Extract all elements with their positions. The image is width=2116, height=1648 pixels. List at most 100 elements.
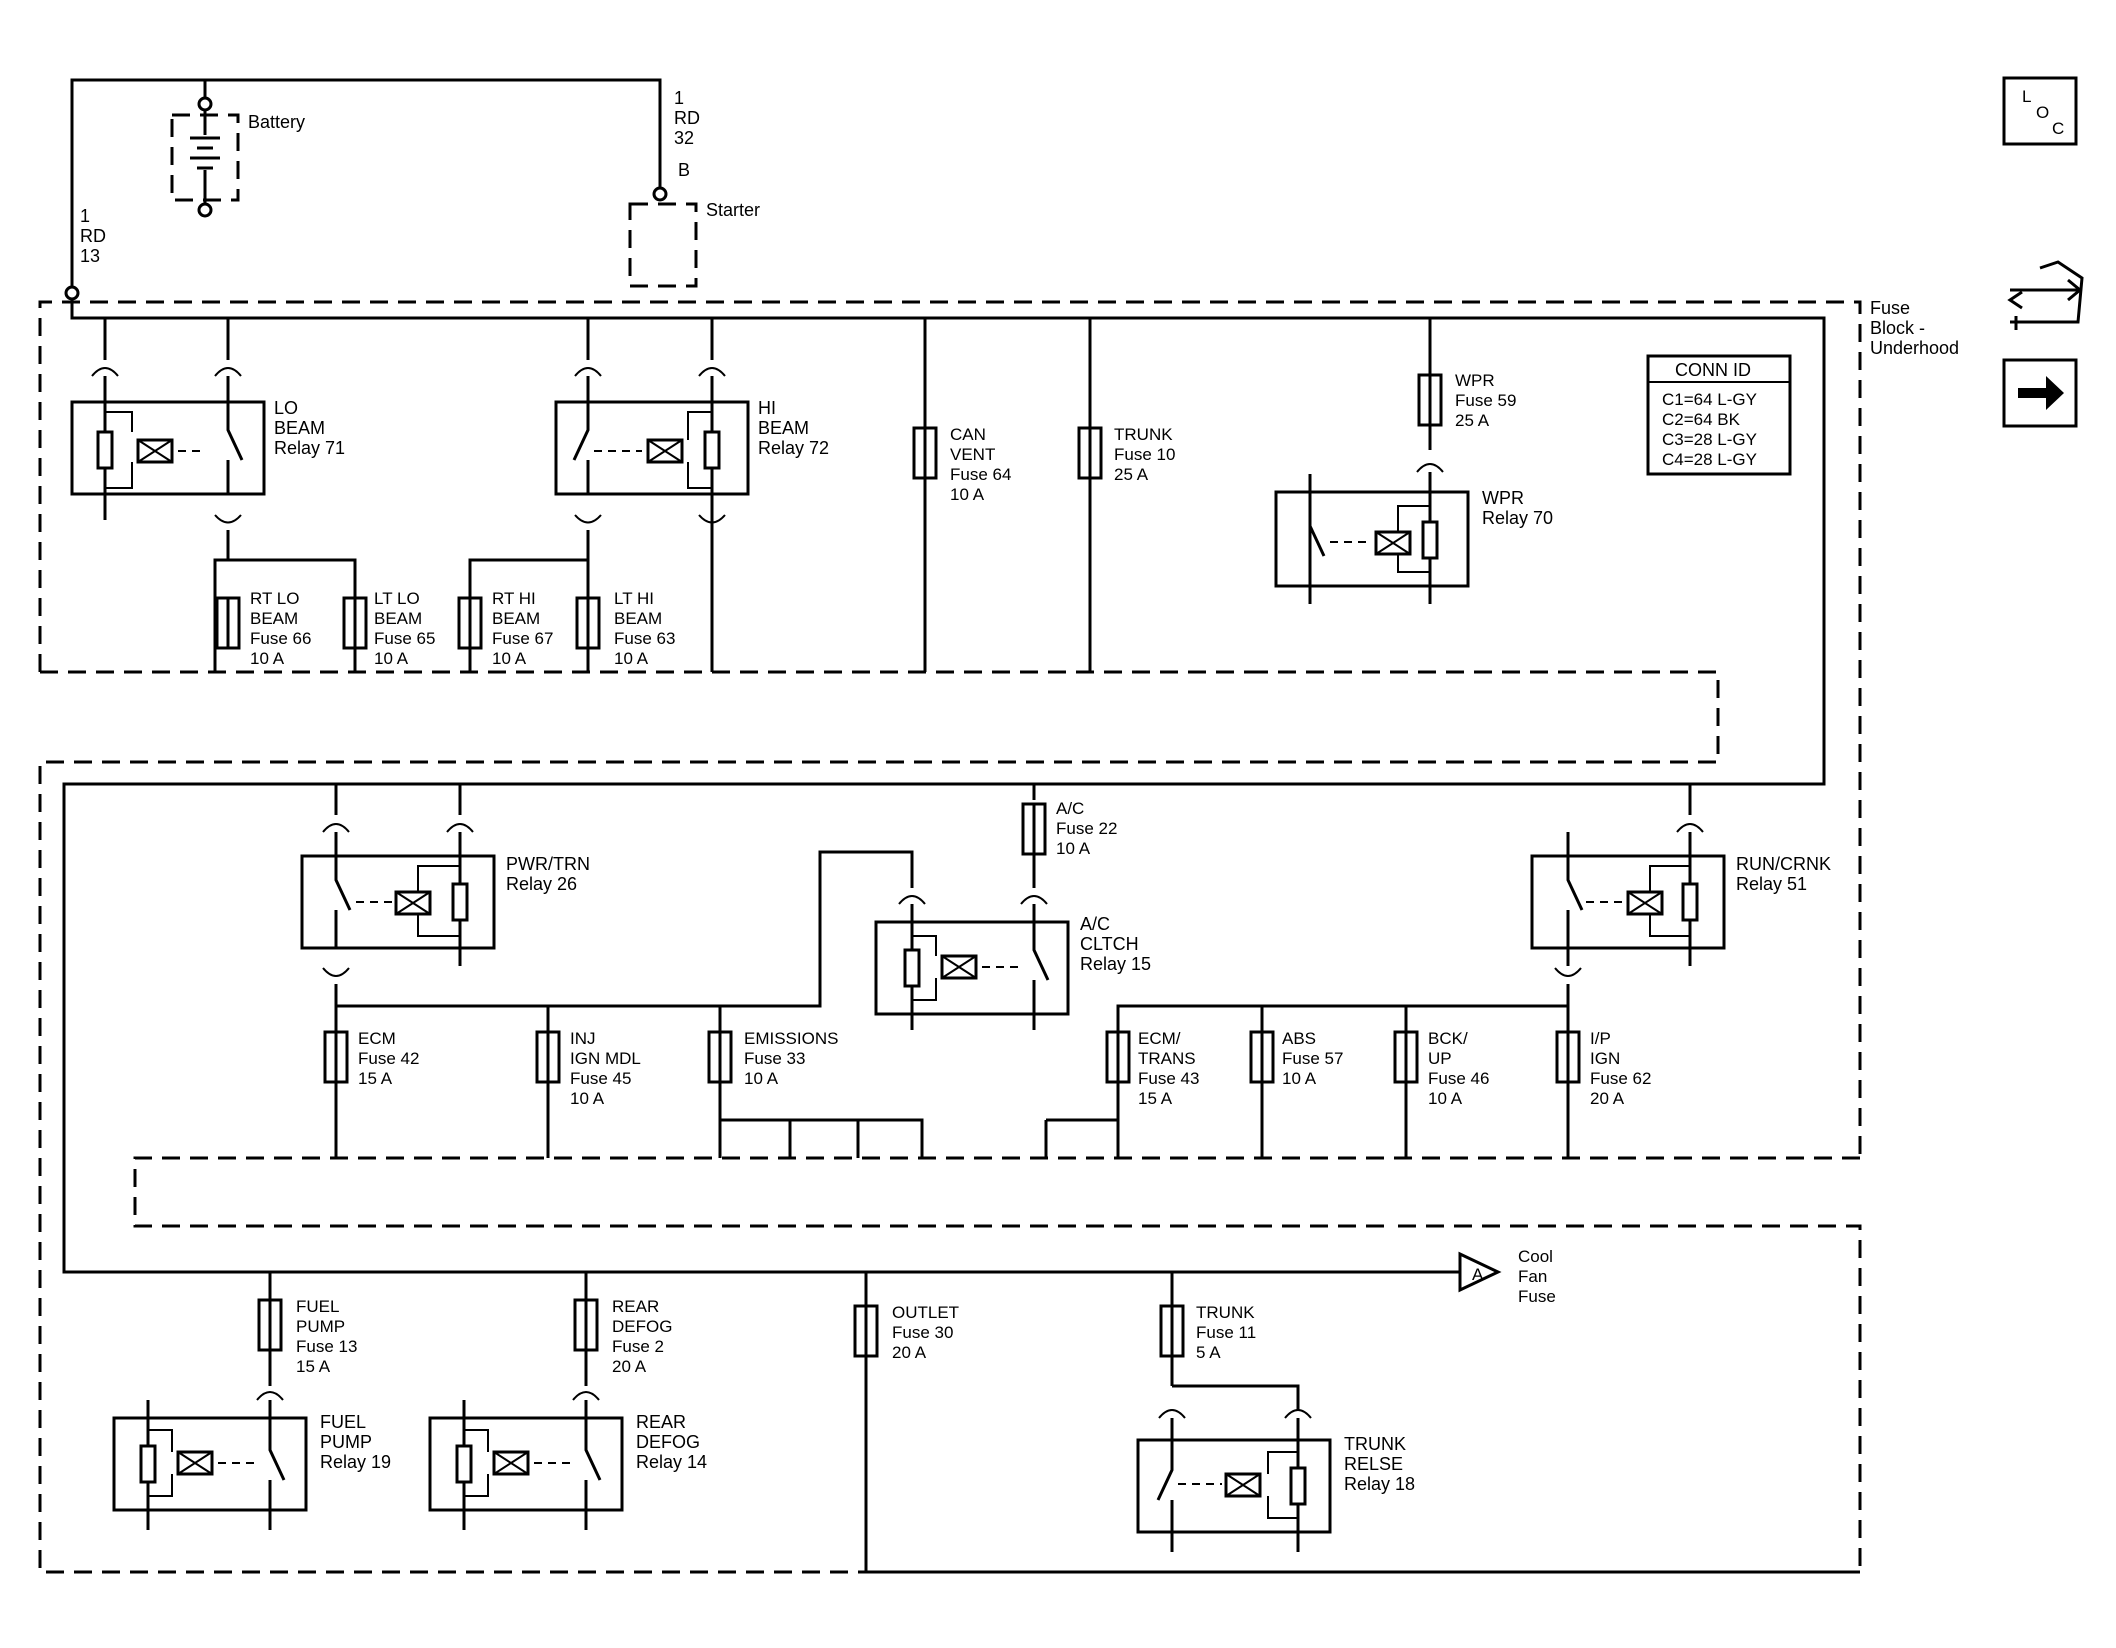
svg-text:Fuse 63: Fuse 63 — [614, 629, 675, 648]
svg-text:10 A: 10 A — [1282, 1069, 1317, 1088]
svg-text:Fuse 62: Fuse 62 — [1590, 1069, 1651, 1088]
relay-label: RELSE — [1344, 1454, 1403, 1474]
svg-text:BCK/: BCK/ — [1428, 1029, 1468, 1048]
relay-label: BEAM — [758, 418, 809, 438]
svg-text:ECM/: ECM/ — [1138, 1029, 1181, 1048]
svg-text:10 A: 10 A — [744, 1069, 779, 1088]
svg-text:Fuse 30: Fuse 30 — [892, 1323, 953, 1342]
fuse-block-l1: Fuse — [1870, 298, 1910, 318]
fuse-rt-hi-beam: RT HI BEAM Fuse 67 10 A — [457, 589, 553, 668]
wire-starter-pin: B — [678, 160, 690, 180]
svg-text:ECM: ECM — [358, 1029, 396, 1048]
tools-icon[interactable] — [2007, 260, 2084, 330]
svg-text:OUTLET: OUTLET — [892, 1303, 959, 1322]
svg-text:10 A: 10 A — [250, 649, 285, 668]
svg-text:ABS: ABS — [1282, 1029, 1316, 1048]
svg-text:REAR: REAR — [612, 1297, 659, 1316]
svg-text:20 A: 20 A — [1590, 1089, 1625, 1108]
svg-text:LT LO: LT LO — [374, 589, 420, 608]
svg-text:25 A: 25 A — [1455, 411, 1490, 430]
svg-text:VENT: VENT — [950, 445, 995, 464]
fuse-rt-lo-beam: RT LO BEAM Fuse 66 10 A — [215, 589, 311, 668]
svg-text:I/P: I/P — [1590, 1029, 1611, 1048]
relay-label: REAR — [636, 1412, 686, 1432]
svg-text:CAN: CAN — [950, 425, 986, 444]
svg-text:Fuse 10: Fuse 10 — [1114, 445, 1175, 464]
relay-label: WPR — [1482, 488, 1524, 508]
svg-text:15 A: 15 A — [358, 1069, 393, 1088]
fuse-block-outline: Fuse Block - Underhood — [38, 298, 1959, 1574]
svg-text:L: L — [2022, 87, 2031, 106]
relay-label: Relay 15 — [1080, 954, 1151, 974]
cool-fan-label: Cool — [1518, 1247, 1553, 1266]
relay-label: DEFOG — [636, 1432, 700, 1452]
svg-text:Fuse 46: Fuse 46 — [1428, 1069, 1489, 1088]
relay-label: FUEL — [320, 1412, 366, 1432]
fuse-block-l3: Underhood — [1870, 338, 1959, 358]
svg-text:BEAM: BEAM — [492, 609, 540, 628]
next-page-icon[interactable] — [2002, 358, 2078, 428]
svg-text:Fuse 13: Fuse 13 — [296, 1337, 357, 1356]
svg-text:RT HI: RT HI — [492, 589, 536, 608]
wire-starter-l1: 1 — [674, 88, 684, 108]
fuse-rear-defog-2: REAR DEFOG Fuse 2 20 A — [573, 1297, 672, 1386]
relay-label: PWR/TRN — [506, 854, 590, 874]
relay-label: PUMP — [320, 1432, 372, 1452]
cool-fan-label: Fuse — [1518, 1287, 1556, 1306]
svg-text:WPR: WPR — [1455, 371, 1495, 390]
fuse-inj-45: INJ IGN MDL Fuse 45 10 A — [535, 1029, 641, 1108]
relay-label: A/C — [1080, 914, 1110, 934]
fuse-lt-hi-beam: LT HI BEAM Fuse 63 10 A — [575, 589, 675, 668]
svg-text:TRANS: TRANS — [1138, 1049, 1196, 1068]
wire-main-l3: 13 — [80, 246, 100, 266]
svg-text:Fuse 67: Fuse 67 — [492, 629, 553, 648]
fuse-bck-up-46: BCK/ UP Fuse 46 10 A — [1393, 1029, 1489, 1108]
cool-fan-connector: A — [1472, 1265, 1484, 1284]
conn-id-title: CONN ID — [1675, 360, 1751, 380]
svg-text:Fuse 65: Fuse 65 — [374, 629, 435, 648]
battery-label: Battery — [248, 112, 305, 132]
cool-fan-label: Fan — [1518, 1267, 1547, 1286]
svg-text:IGN: IGN — [1590, 1049, 1620, 1068]
loc-icon[interactable]: L O C — [2002, 76, 2078, 146]
battery-icon — [190, 110, 220, 205]
svg-text:PUMP: PUMP — [296, 1317, 345, 1336]
middle-fuses: ECM Fuse 42 15 A INJ IGN MDL Fuse 45 10 … — [323, 1006, 1651, 1158]
svg-text:Fuse 45: Fuse 45 — [570, 1069, 631, 1088]
fuse-label: 10 A — [1056, 839, 1091, 858]
wire-main-l1: 1 — [80, 206, 90, 226]
conn-id-table: CONN ID C1=64 L-GY C2=64 BK C3=28 L-GY C… — [1646, 354, 1792, 476]
relay-label: BEAM — [274, 418, 325, 438]
svg-text:Fuse 33: Fuse 33 — [744, 1049, 805, 1068]
svg-text:20 A: 20 A — [892, 1343, 927, 1362]
svg-text:10 A: 10 A — [374, 649, 409, 668]
svg-text:TRUNK: TRUNK — [1196, 1303, 1255, 1322]
svg-text:10 A: 10 A — [614, 649, 649, 668]
relay-label: TRUNK — [1344, 1434, 1406, 1454]
relay-label: LO — [274, 398, 298, 418]
fuse-fuel-pump-13: FUEL PUMP Fuse 13 15 A — [257, 1297, 357, 1386]
conn-id-row: C2=64 BK — [1662, 410, 1741, 429]
svg-text:O: O — [2036, 103, 2049, 122]
svg-text:Fuse 66: Fuse 66 — [250, 629, 311, 648]
relay-label: RUN/CRNK — [1736, 854, 1831, 874]
fuse-trunk-10: TRUNK Fuse 10 25 A — [1077, 425, 1175, 484]
conn-id-row: C3=28 L-GY — [1662, 430, 1757, 449]
fuse-wpr-59: WPR Fuse 59 25 A — [1417, 371, 1516, 450]
fuse-ecm-trans-43: ECM/ TRANS Fuse 43 15 A — [1105, 1029, 1199, 1108]
svg-text:RT LO: RT LO — [250, 589, 299, 608]
bus-lines — [62, 298, 1826, 1274]
svg-text:EMISSIONS: EMISSIONS — [744, 1029, 838, 1048]
svg-text:Fuse 64: Fuse 64 — [950, 465, 1011, 484]
fuse-outlet-30: OUTLET Fuse 30 20 A — [853, 1303, 959, 1362]
svg-text:Fuse 57: Fuse 57 — [1282, 1049, 1343, 1068]
relay-run-crnk: RUN/CRNK Relay 51 — [1116, 784, 1831, 1158]
wire-starter-l2: RD — [674, 108, 700, 128]
svg-text:Fuse 59: Fuse 59 — [1455, 391, 1516, 410]
conn-id-row: C1=64 L-GY — [1662, 390, 1757, 409]
fuse-trunk-11: TRUNK Fuse 11 5 A — [1159, 1300, 1256, 1386]
svg-text:Fuse 43: Fuse 43 — [1138, 1069, 1199, 1088]
conn-id-row: C4=28 L-GY — [1662, 450, 1757, 469]
svg-text:BEAM: BEAM — [614, 609, 662, 628]
relay-label: CLTCH — [1080, 934, 1139, 954]
